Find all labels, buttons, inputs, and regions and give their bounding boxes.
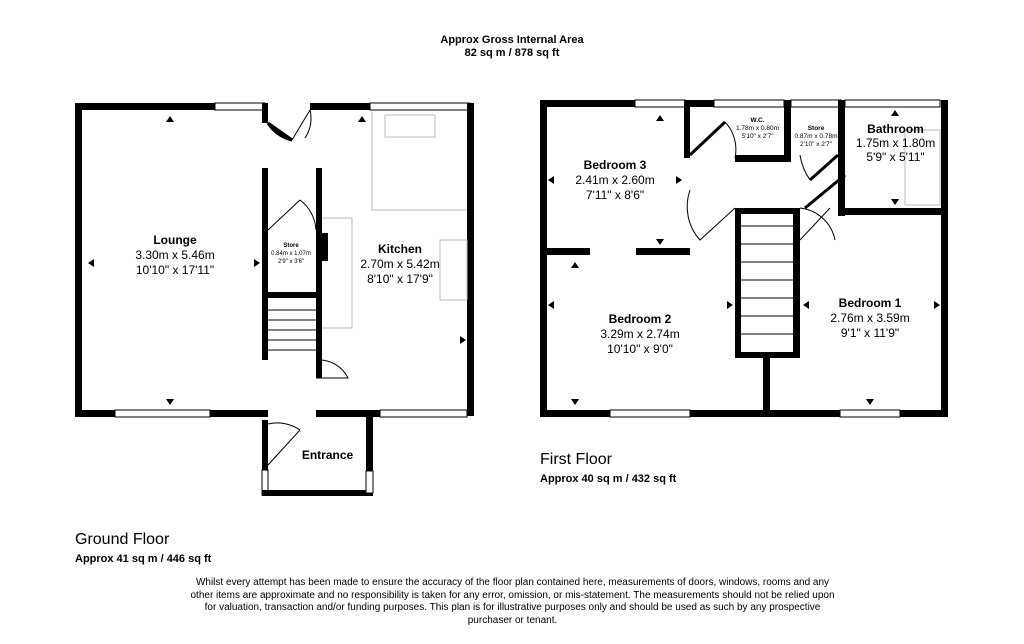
room-name: Bathroom [867,122,924,136]
header-area: 82 sq m / 878 sq ft [464,47,560,59]
room-name: Lounge [153,233,197,247]
room-imperial: 10'10" x 17'11" [135,263,215,277]
room-imperial: 5'9" x 5'11" [866,150,925,164]
room-imperial: 2'9" x 3'6" [277,259,305,265]
room-name: Bedroom 1 [838,296,902,310]
room-imperial: 8'10" x 17'9" [367,272,433,286]
first-floor-label: First Floor [540,451,612,468]
header-title: Approx Gross Internal Area [440,34,584,46]
room-store-ground: Store 0.84m x 1.07m 2'9" x 3'6" [263,242,319,266]
room-metric: 0.84m x 1.07m [271,251,311,257]
room-entrance: Entrance [301,448,354,462]
first-floor-walls [540,99,948,418]
room-metric: 0.87m x 0.78m [794,133,838,140]
room-metric: 2.76m x 3.59m [830,311,910,325]
room-metric: 3.29m x 2.74m [600,327,680,341]
room-metric: 1.78m x 0.80m [736,125,779,132]
room-imperial: 10'10" x 9'0" [607,342,673,356]
room-name: Kitchen [377,242,422,256]
room-wc: W.C. 1.78m x 0.80m 5'10" x 2'7" [725,117,790,141]
ground-floor-area: Approx 41 sq m / 446 sq ft [75,553,212,565]
room-imperial: 9'1" x 11'9" [840,326,900,340]
room-metric: 3.30m x 5.46m [135,248,215,262]
room-imperial: 2'10" x 2'7" [799,141,833,148]
room-bedroom2: Bedroom 2 3.29m x 2.74m 10'10" x 9'0" [575,312,705,357]
room-name: Store [283,243,299,249]
room-imperial: 7'11" x 8'6" [585,188,645,202]
disclaimer: Whilst every attempt has been made to en… [190,577,835,626]
room-name: W.C. [750,117,765,124]
first-floor-area: Approx 40 sq m / 432 sq ft [540,473,677,485]
room-bathroom: Bathroom 1.75m x 1.80m 5'9" x 5'11" [848,122,943,164]
room-name: Store [807,125,825,132]
room-kitchen: Kitchen 2.70m x 5.42m 8'10" x 17'9" [335,242,465,287]
ground-floor-walls [75,102,474,496]
room-metric: 2.70m x 5.42m [360,257,440,271]
room-name: Bedroom 2 [608,312,672,326]
room-store-first: Store 0.87m x 0.78m 2'10" x 2'7" [791,125,841,149]
room-imperial: 5'10" x 2'7" [741,133,774,140]
room-bedroom1: Bedroom 1 2.76m x 3.59m 9'1" x 11'9" [810,296,930,341]
ground-floor-label: Ground Floor [75,531,170,548]
room-metric: 1.75m x 1.80m [855,136,936,150]
room-bedroom3: Bedroom 3 2.41m x 2.60m 7'11" x 8'6" [560,158,670,203]
room-metric: 2.41m x 2.60m [575,173,655,187]
room-lounge: Lounge 3.30m x 5.46m 10'10" x 17'11" [110,233,240,278]
room-name: Bedroom 3 [583,158,647,172]
